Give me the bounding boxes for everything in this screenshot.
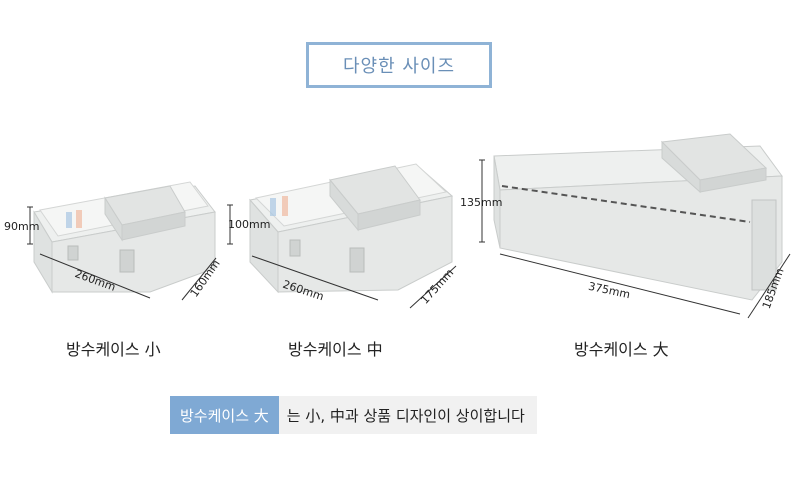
large-case-image bbox=[493, 133, 783, 301]
medium-case-image bbox=[249, 163, 454, 294]
small-case-image bbox=[33, 181, 216, 294]
small-case-caption: 방수케이스 小 bbox=[66, 340, 161, 359]
medium-case-caption: 방수케이스 中 bbox=[288, 340, 383, 359]
medium-height-label: 100mm bbox=[228, 218, 271, 231]
notice-banner: 방수케이스 大 는 小, 中과 상품 디자인이 상이합니다 bbox=[170, 396, 537, 434]
small-case-dimension-lines bbox=[27, 206, 217, 301]
medium-case-dimension-lines bbox=[227, 204, 457, 309]
notice-text: 는 小, 中과 상품 디자인이 상이합니다 bbox=[278, 396, 537, 434]
large-height-label: 135mm bbox=[460, 196, 503, 209]
page-title: 다양한 사이즈 bbox=[306, 42, 492, 88]
small-height-label: 90mm bbox=[4, 220, 40, 233]
large-case-caption: 방수케이스 大 bbox=[574, 340, 669, 359]
notice-highlight: 방수케이스 大 bbox=[170, 396, 279, 434]
large-case-dimension-lines bbox=[479, 159, 791, 319]
